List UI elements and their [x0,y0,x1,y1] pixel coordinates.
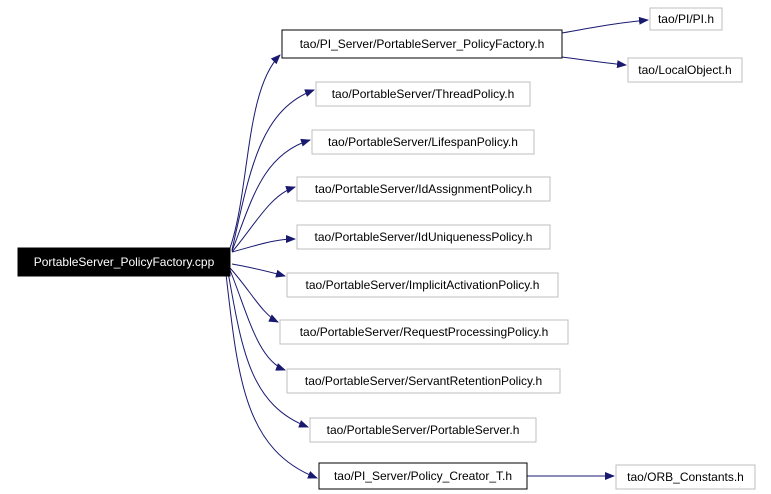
edge-root-to-ps [227,271,309,428]
node-label: tao/PI/PI.h [658,12,714,26]
node-rpp[interactable]: tao/PortableServer/RequestProcessingPoli… [279,319,569,345]
node-box[interactable] [17,247,231,277]
node-lp[interactable]: tao/PortableServer/LifespanPolicy.h [311,129,535,155]
node-label: tao/PI_Server/PortableServer_PolicyFacto… [300,37,545,51]
node-root[interactable]: PortableServer_PolicyFactory.cpp [17,247,231,277]
node-label: tao/PortableServer/IdAssignmentPolicy.h [315,182,532,196]
node-label: tao/PortableServer/ImplicitActivationPol… [306,278,540,292]
node-tp[interactable]: tao/PortableServer/ThreadPolicy.h [315,81,531,107]
node-ps[interactable]: tao/PortableServer/PortableServer.h [309,417,537,443]
node-box[interactable] [279,319,569,345]
node-label: tao/PortableServer/LifespanPolicy.h [328,135,518,149]
edge-root-to-lp [231,138,311,252]
edge-root-to-pf [229,54,281,249]
node-box[interactable] [315,81,531,107]
node-box[interactable] [296,176,551,202]
node-label: PortableServer_PolicyFactory.cpp [34,255,215,269]
node-box[interactable] [318,462,528,490]
edge-root-to-iap [231,185,296,253]
edge-root-to-srp [229,269,286,371]
node-orb[interactable]: tao/ORB_Constants.h [615,464,756,490]
node-pf[interactable]: tao/PI_Server/PortableServer_PolicyFacto… [281,29,563,59]
node-label: tao/PortableServer/PortableServer.h [327,423,520,437]
node-box[interactable] [286,272,559,298]
edge-pf-to-lo [561,56,627,69]
node-pi[interactable]: tao/PI/PI.h [649,7,723,31]
node-iup[interactable]: tao/PortableServer/IdUniquenessPolicy.h [296,224,551,250]
node-iap[interactable]: tao/PortableServer/IdAssignmentPolicy.h [296,176,551,202]
node-box[interactable] [281,29,563,59]
node-box[interactable] [649,7,723,31]
node-srp[interactable]: tao/PortableServer/ServantRetentionPolic… [286,368,561,394]
node-box[interactable] [627,57,743,83]
node-imp[interactable]: tao/PortableServer/ImplicitActivationPol… [286,272,559,298]
node-label: tao/LocalObject.h [638,63,731,77]
node-label: tao/PortableServer/ServantRetentionPolic… [305,374,542,388]
edge-root-to-iup [231,235,296,253]
node-label: tao/PortableServer/RequestProcessingPoli… [300,325,549,339]
node-box[interactable] [615,464,756,490]
node-box[interactable] [296,224,551,250]
edge-pf-to-pi [561,16,649,34]
node-label: tao/PI_Server/Policy_Creator_T.h [334,469,512,483]
node-box[interactable] [286,368,561,394]
node-box[interactable] [309,417,537,443]
node-label: tao/PortableServer/ThreadPolicy.h [332,87,515,101]
edge-root-to-tp [231,89,315,251]
node-label: tao/PortableServer/IdUniquenessPolicy.h [315,230,533,244]
edge-root-to-rpp [229,267,279,323]
node-label: tao/ORB_Constants.h [627,470,744,484]
node-box[interactable] [311,129,535,155]
edge-root-to-pct [225,273,318,479]
node-lo[interactable]: tao/LocalObject.h [627,57,743,83]
node-pct[interactable]: tao/PI_Server/Policy_Creator_T.h [318,462,528,490]
edge-root-to-imp [231,263,286,278]
